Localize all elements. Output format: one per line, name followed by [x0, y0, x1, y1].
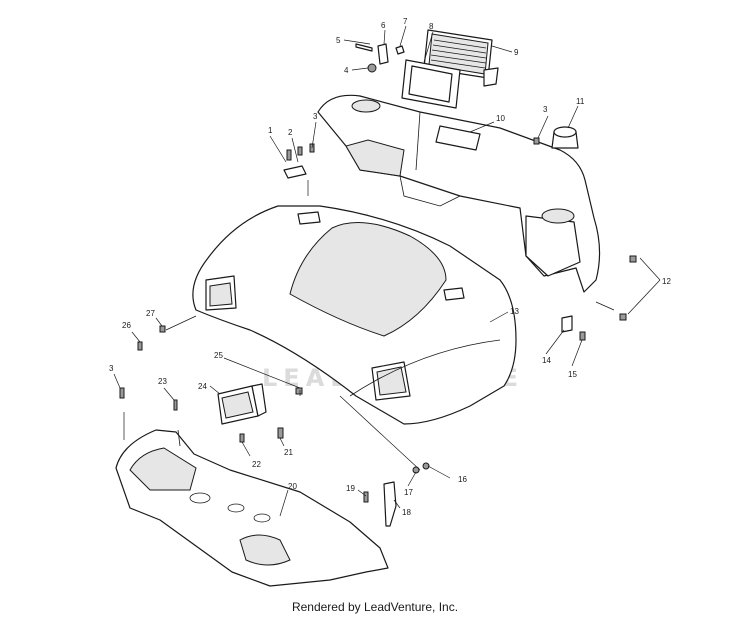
rear-storage-part-10 [317, 94, 601, 293]
callout-9: 9 [514, 48, 519, 57]
callout-16: 16 [458, 475, 467, 484]
callout-26: 26 [122, 321, 131, 330]
callout-21: 21 [284, 448, 293, 457]
callout-numbers: 1 2 3 3 3 4 5 6 7 8 9 10 11 12 13 14 15 … [109, 17, 671, 517]
grille-part-9 [423, 29, 499, 87]
callout-22: 22 [252, 460, 261, 469]
callout-24: 24 [198, 382, 207, 391]
lamp-part-24 [217, 383, 267, 425]
callout-6: 6 [381, 21, 386, 30]
callout-27: 27 [146, 309, 155, 318]
callout-14: 14 [542, 356, 551, 365]
callout-4: 4 [344, 66, 349, 75]
hardware-parts-4-7 [355, 43, 405, 73]
callout-8: 8 [429, 22, 434, 31]
callout-18: 18 [402, 508, 411, 517]
callout-25: 25 [214, 351, 223, 360]
callout-12: 12 [662, 277, 671, 286]
callout-7: 7 [403, 17, 408, 26]
cap-part-11 [551, 126, 579, 149]
callout-13: 13 [510, 307, 519, 316]
callout-10: 10 [496, 114, 505, 123]
latch-parts-1-3 [283, 143, 315, 179]
front-fender-part-13 [192, 205, 517, 425]
lower-panel-part-20 [115, 429, 389, 587]
callout-19: 19 [346, 484, 355, 493]
callout-17: 17 [404, 488, 413, 497]
footer-credit: Rendered by LeadVenture, Inc. [291, 600, 459, 614]
callout-3c: 3 [109, 364, 114, 373]
gasket-part-8 [401, 59, 461, 109]
callout-3b: 3 [543, 105, 548, 114]
callout-11: 11 [576, 97, 585, 106]
callout-1: 1 [268, 126, 273, 135]
callout-20: 20 [288, 482, 297, 491]
callout-5: 5 [336, 36, 341, 45]
callout-2: 2 [288, 128, 293, 137]
callout-23: 23 [158, 377, 167, 386]
callout-3a: 3 [313, 112, 318, 121]
callout-15: 15 [568, 370, 577, 379]
leader-lines [113, 25, 661, 517]
small-hardware [119, 137, 637, 527]
